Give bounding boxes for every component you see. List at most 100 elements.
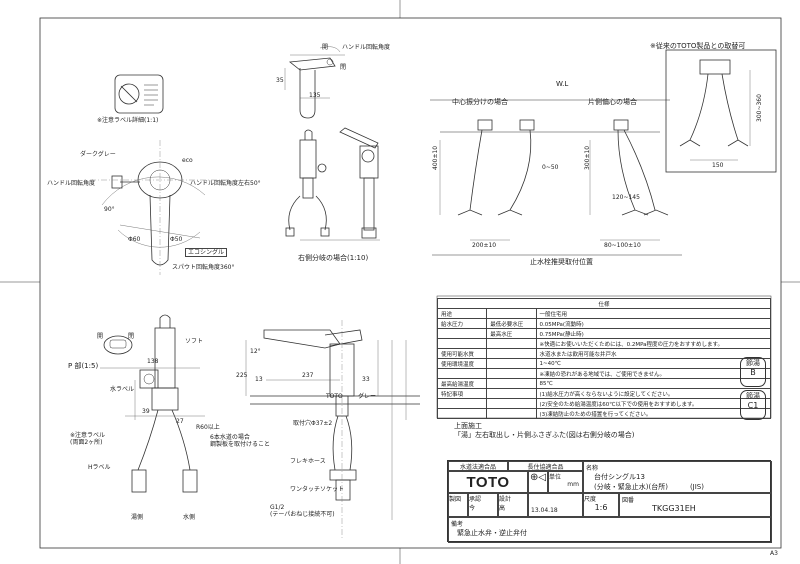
badge-c1-grade: C1 [747, 401, 759, 410]
mount-hole-note: 取付穴Φ37±2 [293, 420, 333, 427]
lower-open-label: 開 [97, 333, 104, 340]
water-label: 水ラベル [110, 386, 135, 393]
one-touch-socket-label: ワンタッチソケット [290, 486, 345, 493]
right-branch-elevation [285, 127, 380, 241]
caution-label-front: ※注意ラベル (両面2ヶ所) [70, 432, 106, 446]
spec-row: 使用可能水質水道水または飲用可能な井戸水 [436, 348, 771, 359]
spec-row: (3)凍結防止のための措置を行ってください。 [436, 408, 771, 419]
dim-150: 150 [712, 162, 724, 169]
flex-hose-label: フレキホース [290, 458, 326, 465]
wl-label: W.L [556, 80, 569, 88]
check-value: 今 [469, 505, 476, 512]
dim-35: 35 [276, 77, 284, 84]
gray-label: グレー [358, 393, 377, 400]
dim-phi50: Φ50 [170, 236, 183, 243]
product-name-line1: 台付シングル13 [594, 473, 645, 481]
dim-135: 135 [309, 92, 321, 99]
unit-label: 単位 [549, 474, 562, 481]
scale-label: 尺度 [584, 496, 597, 503]
g12-label: G1/2 (テーパおねじ接続不可) [270, 504, 335, 518]
plan-view [90, 140, 230, 275]
top-handle-side-view [284, 46, 345, 119]
lower-side-elevation [100, 314, 205, 493]
unit-cell: 単位 mm [548, 471, 583, 493]
badge-b-grade: B [750, 368, 756, 377]
dim-27: 27 [176, 418, 184, 425]
stop-valve-position-title: 止水栓推奨取付位置 [530, 258, 593, 266]
top-view-note: 上面施工 [454, 422, 482, 430]
drawing-number-label: 図番 [622, 497, 635, 504]
lower-close-label: 閉 [128, 333, 135, 340]
dim-33: 33 [362, 376, 370, 383]
caution-label-detail: ※注意ラベル詳細(1:1) [97, 117, 159, 124]
draw-label: 製図 [448, 493, 468, 517]
spec-row: 特記事項(1)給水圧力が高くならないように設定してください。 [436, 388, 771, 399]
sheet-frame [39, 17, 782, 549]
dim-120-145: 120~145 [612, 194, 640, 201]
dark-gray-label: ダークグレー [80, 151, 116, 158]
spec-row: ※凍結の恐れがある地域では、ご使用できません。 [436, 368, 771, 379]
one-side-offset-title: 片側偏心の場合 [588, 98, 637, 106]
dim-0-50: 0~50 [542, 164, 559, 171]
sheet-size-label: A3 [770, 550, 778, 557]
remarks-label: 備考 [451, 521, 464, 528]
handle-rotation-angle-label: ハンドル回転角度 [342, 44, 391, 51]
unit-value: mm [567, 481, 579, 488]
projection-symbol: ⊕◁ [528, 471, 548, 493]
dim-phi60: Φ60 [128, 236, 141, 243]
dim-400: 400±10 [432, 145, 439, 170]
dim-80-100: 80~100±10 [604, 242, 641, 249]
eco-mark: eco [182, 157, 193, 164]
name-cell: 名称 台付シングル13 (分岐・緊急止水)(台所)(JIS) [583, 461, 772, 493]
date-value: 13.04.18 [531, 507, 558, 514]
toto-logo: TOTO [466, 473, 510, 491]
caution-label-icon [114, 74, 164, 114]
designer-cell: 設計 高 [498, 493, 528, 517]
remarks-cell: 備考 緊急止水弁・逆止弁付 [448, 517, 772, 543]
r60-label: R60以上 [196, 424, 220, 431]
bath-note: 6本水道の場合 鋼製板を取付けること [210, 434, 271, 448]
product-name-line2: (分岐・緊急止水)(台所)(JIS) [594, 483, 704, 491]
install-diagrams [430, 99, 682, 256]
cold-side-label: 水側 [183, 514, 196, 521]
spec-row: ※快適にお使いいただくためには、0.2MPa程度の圧力をおすすめします。 [436, 338, 771, 349]
spec-header: 仕様 [437, 298, 771, 309]
drawing-number: TKGG31EH [652, 504, 696, 513]
handle-rotation-left-label: ハンドル回転角度 [47, 180, 96, 187]
conventional-diagram [665, 49, 777, 173]
long-life-cell: 長住協適合品 [508, 461, 583, 471]
badge-b-title: 節湯 [746, 359, 760, 367]
soft-label: ソフト [185, 338, 204, 345]
dim-39: 39 [142, 408, 150, 415]
drawing-number-cell: 図番 TKGG31EH [619, 493, 772, 517]
designer-label: 設計 [499, 496, 512, 503]
remarks-value: 緊急止水弁・逆止弁付 [457, 529, 527, 537]
title-block: 水道法適合品 長住協適合品 TOTO ⊕◁ 単位 mm 製図 承認 今 設計 高… [447, 460, 772, 543]
eco-single-label: エコシングル [185, 248, 228, 257]
dim-90deg: 90° [104, 206, 115, 213]
right-branch-case-title: 右側分岐の場合(1:10) [298, 254, 369, 262]
water-standard-cell: 水道法適合品 [448, 461, 508, 471]
open-label: 開 [322, 44, 329, 51]
handle-rotation-right-label: ハンドル回転角度左右50° [190, 180, 261, 187]
lower-front-elevation [245, 320, 420, 540]
spout-rotation-label: スパウト回転角度360° [172, 264, 235, 271]
center-pitch-title: 中心振分けの場合 [452, 98, 508, 106]
badge-c1-title: 節湯 [746, 392, 760, 400]
dim-237: 237 [302, 372, 314, 379]
p-detail-label: P 部(1:5) [68, 362, 99, 370]
dim-13: 13 [255, 376, 263, 383]
dim-300: 300±10 [584, 145, 591, 170]
check-label: 承認 [469, 496, 482, 503]
hot-side-label: 湯側 [131, 514, 144, 521]
toto-small-mark: TOTO [326, 393, 343, 400]
dim-225: 225 [236, 372, 248, 379]
hot-water-note: 「湯」左右取出し・片側ふさぎふた(図は右側分岐の場合) [454, 431, 635, 439]
name-label: 名称 [586, 465, 599, 472]
designer-value: 高 [499, 505, 506, 512]
